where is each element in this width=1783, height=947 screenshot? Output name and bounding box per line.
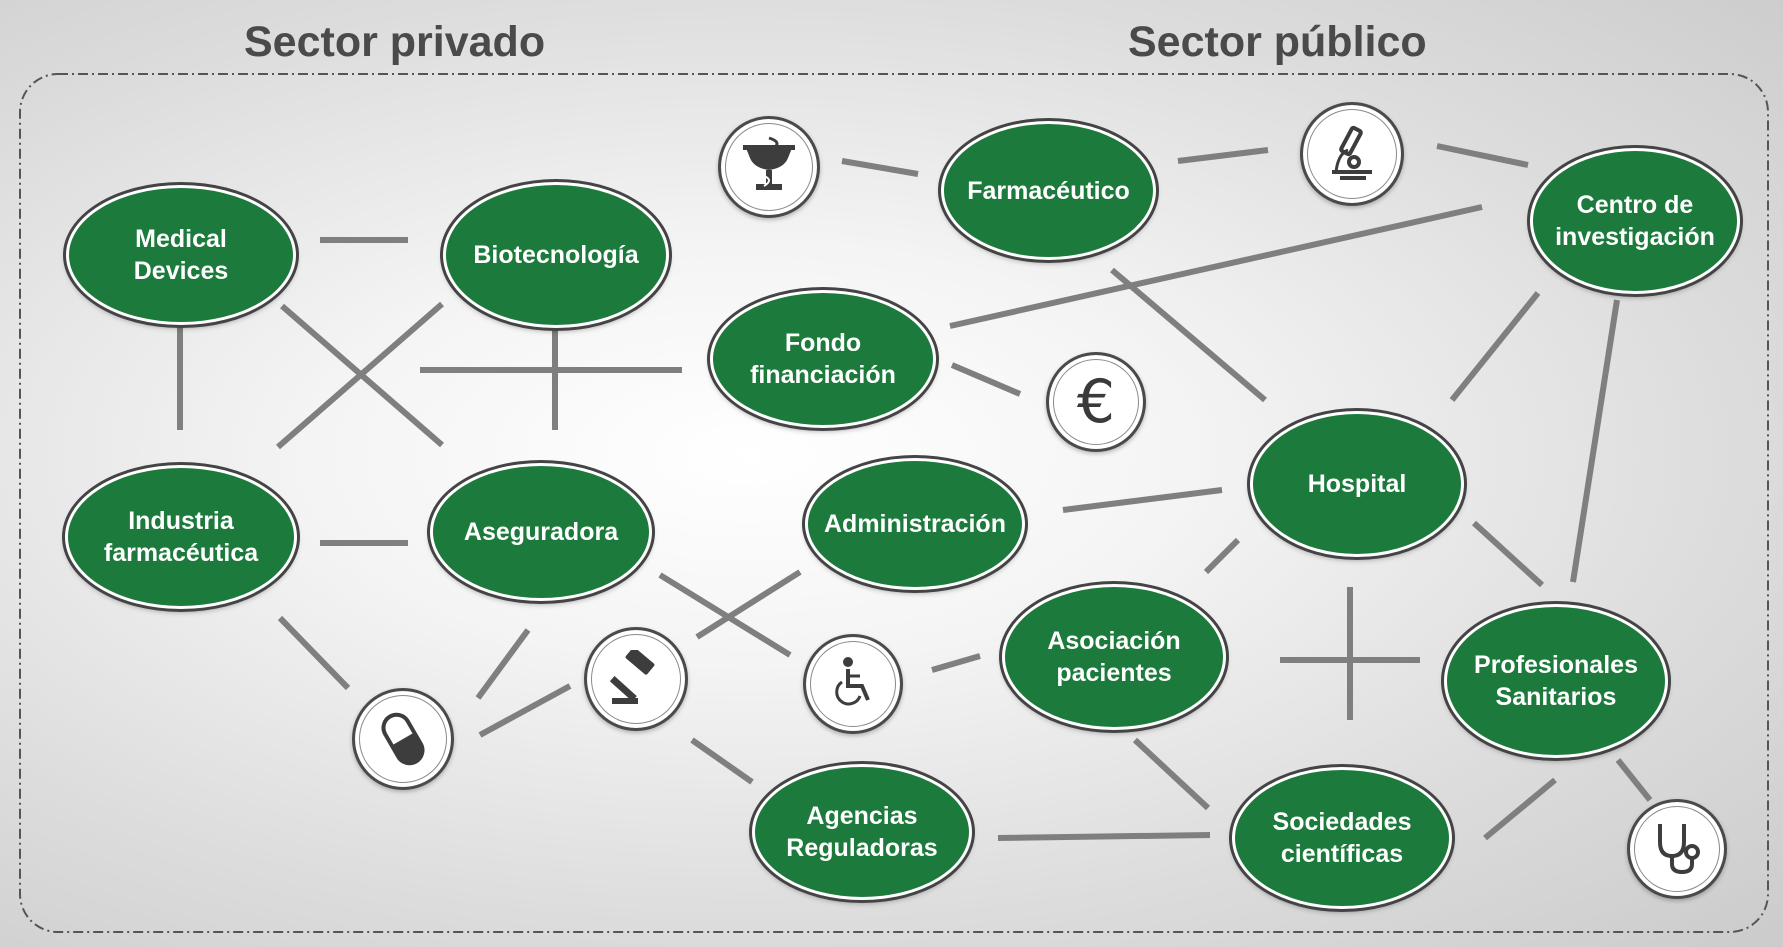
node-label: Centro de investigación bbox=[1555, 191, 1715, 251]
edge bbox=[277, 615, 351, 691]
edge bbox=[949, 204, 1483, 329]
node-agencias-reguladoras[interactable]: Agencias Reguladoras bbox=[752, 764, 972, 900]
gavel-icon bbox=[584, 627, 688, 731]
edge bbox=[931, 653, 981, 673]
node-label: Agencias Reguladoras bbox=[786, 802, 938, 862]
pill-icon bbox=[352, 688, 454, 790]
node-label: Administración bbox=[824, 510, 1006, 538]
edge bbox=[997, 832, 1211, 841]
node-profesionales-sanitarios[interactable]: Profesionales Sanitarios bbox=[1444, 604, 1668, 758]
node-farmaceutico[interactable]: Farmacéutico bbox=[941, 121, 1156, 260]
edge bbox=[658, 572, 792, 658]
edge bbox=[695, 569, 802, 640]
node-label: Hospital bbox=[1307, 470, 1407, 498]
sector-public-title: Sector público bbox=[1128, 18, 1427, 66]
edge bbox=[1483, 777, 1557, 841]
edge bbox=[1062, 487, 1223, 513]
euro-icon: € bbox=[1046, 352, 1146, 452]
edge bbox=[1132, 737, 1211, 811]
sector-private-title: Sector privado bbox=[244, 18, 546, 66]
node-label: Asociación pacientes bbox=[1047, 627, 1181, 687]
node-label: Industria farmacéutica bbox=[103, 507, 259, 567]
edge bbox=[1203, 537, 1241, 575]
node-label: Profesionales Sanitarios bbox=[1474, 651, 1638, 711]
pill-glyph bbox=[381, 712, 425, 766]
euro-symbol: € bbox=[1076, 367, 1116, 437]
sector-frame bbox=[19, 73, 1769, 933]
node-biotecnologia[interactable]: Biotecnología bbox=[443, 182, 669, 328]
wheelchair-icon bbox=[803, 634, 903, 734]
edge bbox=[841, 158, 919, 177]
microscope-icon bbox=[1300, 102, 1404, 206]
node-asociacion-pacientes[interactable]: Asociación pacientes bbox=[1002, 584, 1226, 730]
node-label: Fondo financiación bbox=[750, 329, 896, 389]
gavel-glyph bbox=[609, 650, 655, 704]
edge bbox=[1110, 267, 1267, 403]
pharmacy-bowl-icon bbox=[718, 116, 820, 218]
node-centro-investigacion[interactable]: Centro de investigación bbox=[1530, 148, 1740, 294]
node-industria-farmaceutica[interactable]: Industria farmacéutica bbox=[65, 465, 297, 609]
edge bbox=[1449, 291, 1541, 402]
node-sociedades-cientificas[interactable]: Sociedades científicas bbox=[1232, 767, 1452, 909]
edge bbox=[690, 737, 754, 785]
node-administracion[interactable]: Administración bbox=[805, 458, 1025, 590]
node-medical-devices[interactable]: Medical Devices bbox=[66, 185, 296, 325]
edge bbox=[1471, 520, 1545, 588]
edge bbox=[478, 683, 572, 738]
stethoscope-icon bbox=[1627, 799, 1727, 899]
node-label: Farmacéutico bbox=[967, 176, 1130, 205]
node-label: Medical Devices bbox=[133, 225, 229, 285]
node-label: Sociedades científicas bbox=[1272, 808, 1412, 868]
edge bbox=[1570, 299, 1620, 583]
pharmacy-bowl-glyph bbox=[743, 136, 795, 190]
edge bbox=[475, 628, 531, 700]
stethoscope-glyph bbox=[1658, 824, 1700, 875]
node-fondo-financiacion[interactable]: Fondo financiación bbox=[710, 290, 936, 428]
microscope-glyph bbox=[1332, 125, 1372, 180]
edge bbox=[950, 362, 1022, 397]
edge bbox=[1615, 758, 1653, 802]
node-label: Biotecnología bbox=[473, 241, 639, 269]
wheelchair-glyph bbox=[835, 657, 870, 706]
edge bbox=[1436, 143, 1529, 168]
edge bbox=[1177, 147, 1269, 164]
node-label: Aseguradora bbox=[463, 518, 619, 546]
edge bbox=[276, 301, 444, 450]
node-aseguradora[interactable]: Aseguradora bbox=[430, 463, 652, 601]
node-hospital[interactable]: Hospital bbox=[1250, 411, 1464, 557]
